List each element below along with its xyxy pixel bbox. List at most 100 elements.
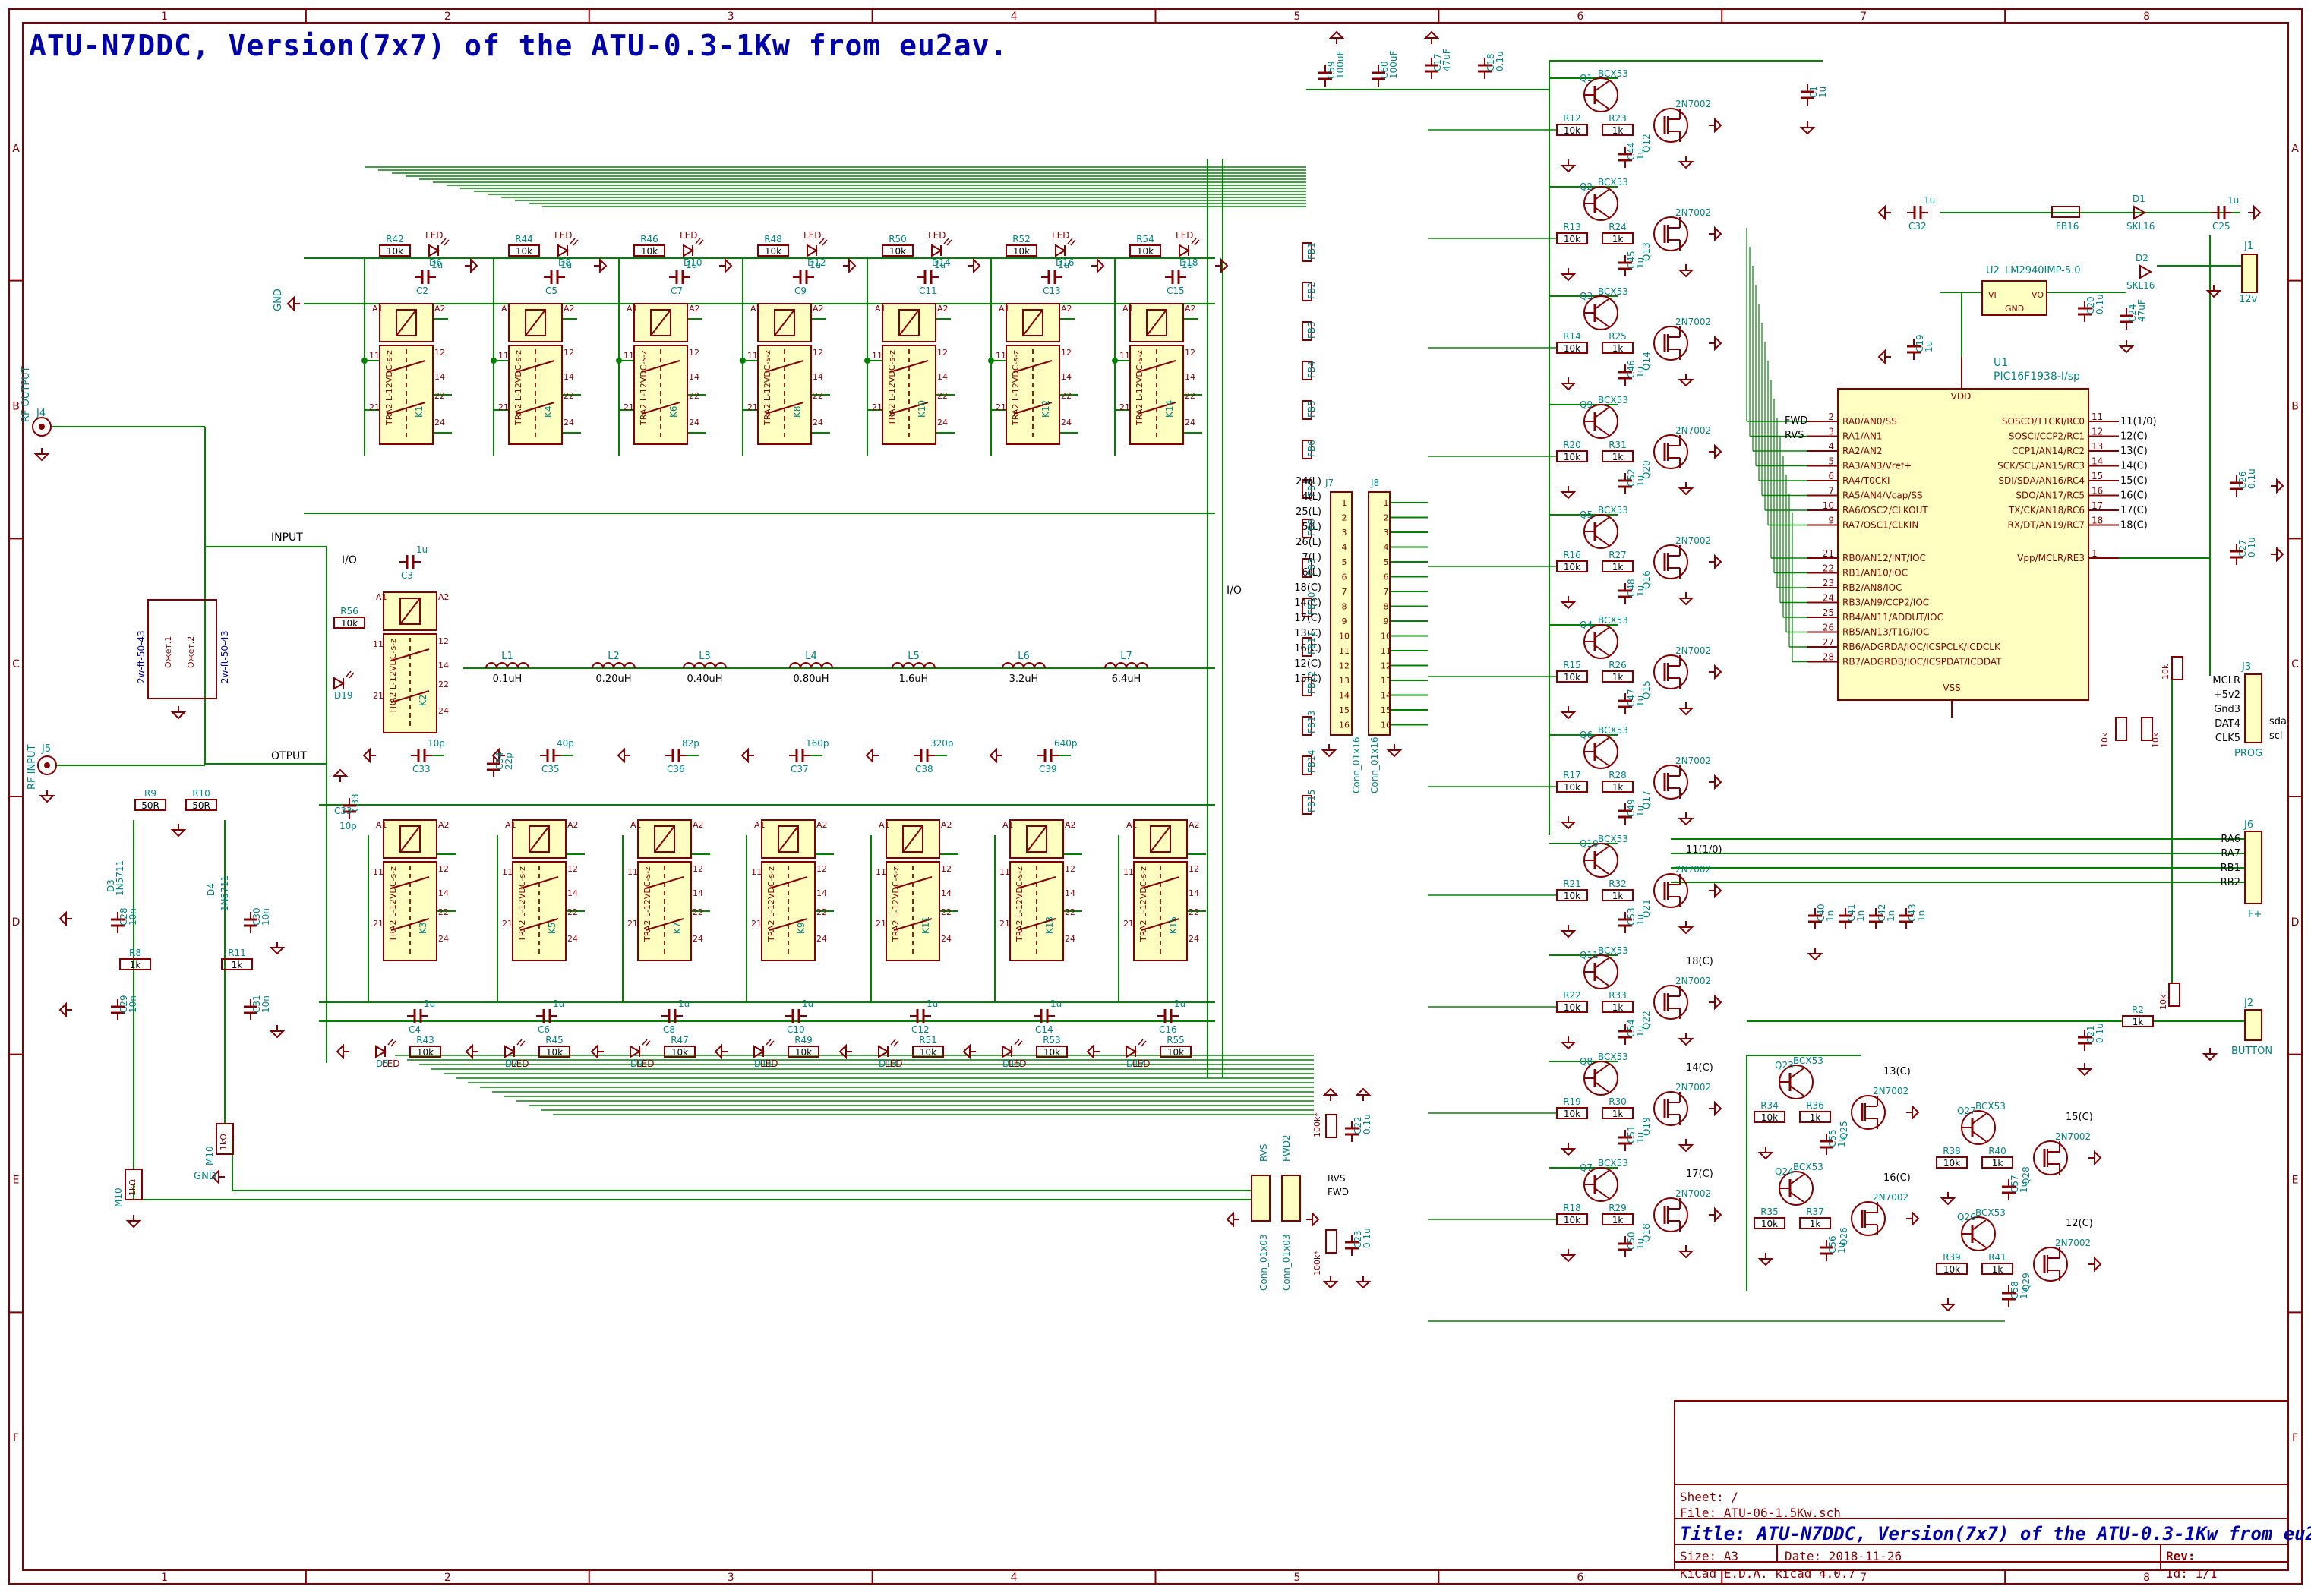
- resistor-value: 10k: [417, 1047, 434, 1058]
- relay-pin: A1: [1002, 820, 1014, 830]
- diode-part: SKL16: [2126, 221, 2155, 232]
- cap-value: 40p: [557, 738, 574, 749]
- j3-pin-label: DAT4: [2215, 718, 2240, 730]
- resistor-value: 10k: [1943, 1158, 1960, 1169]
- pin-number: 14: [1381, 691, 1391, 701]
- mcu-net: 15(C): [2120, 475, 2148, 487]
- inductor-coil: [1002, 662, 1014, 669]
- relay-ref: K4: [543, 405, 554, 418]
- resistor-value: 10k: [1043, 1047, 1060, 1058]
- bjt-part: BCX53: [1793, 1055, 1823, 1066]
- mosfet-part: 2N7002: [2055, 1131, 2091, 1142]
- bjt-ref: Q11: [1580, 950, 1599, 960]
- row-label: F: [2292, 1432, 2298, 1444]
- relay-pin: A1: [875, 304, 886, 314]
- led-ray: [1194, 239, 1200, 246]
- inductor-ref: L4: [805, 651, 817, 662]
- bjt-part: BCX53: [1975, 1207, 2006, 1218]
- relay-pin: 24: [438, 934, 449, 944]
- resistor: [185, 799, 217, 811]
- led-label: LED: [425, 230, 444, 241]
- relay-pin: A2: [813, 304, 824, 314]
- mcu-pin-number: 22: [1823, 563, 1834, 574]
- cap-ref: C41: [1846, 904, 1857, 922]
- relay-pin: 22: [693, 907, 703, 917]
- relay-pin: 14: [941, 888, 952, 898]
- mcu-pin-number: 5: [1828, 456, 1834, 467]
- mcu-pin-name: RB5/AN13/T1G/IOC: [1842, 627, 1929, 638]
- cap-value: 1u: [2019, 1181, 2029, 1193]
- led-label: LED: [636, 1058, 655, 1069]
- tb-rev: Rev:: [2166, 1549, 2196, 1563]
- col-label: 7: [1860, 11, 1867, 23]
- relay-pin: A2: [1065, 820, 1076, 830]
- cap-ref: C30: [251, 907, 262, 926]
- mosfet-body: [1653, 434, 1688, 469]
- mosfet-ref: Q14: [1641, 352, 1652, 371]
- inductor: [789, 662, 833, 669]
- inductor-coil: [1126, 662, 1138, 669]
- transformer-t2: 2w-ft-50-43: [219, 630, 230, 683]
- led-symbol: [683, 244, 694, 257]
- cap-ref: C18: [1485, 53, 1496, 71]
- mosfet-ref: Q22: [1641, 1011, 1652, 1030]
- led-label: LED: [680, 230, 698, 241]
- gnd-symbol: [1560, 925, 1577, 938]
- gnd-symbol: [1709, 554, 1722, 570]
- mcu-pin-name: RA5/AN4/Vcap/SS: [1842, 490, 1923, 501]
- relay-pin: 12: [1189, 864, 1199, 874]
- gnd-symbol: [1322, 1087, 1339, 1101]
- gnd-symbol: [1906, 1210, 1920, 1227]
- cap-ref: C48: [1626, 579, 1637, 597]
- resistor: [633, 244, 665, 257]
- gnd-symbol: [286, 295, 300, 312]
- resistor-value: 10k: [1564, 1109, 1580, 1119]
- relay-pin: 12: [434, 348, 445, 358]
- bjt-lead: [1594, 1064, 1609, 1075]
- gnd-symbol: [2205, 285, 2222, 298]
- mcu-pin-name: Vpp/MCLR/RE3: [2017, 553, 2085, 563]
- tb-file: File: ATU-06-1.5Kw.sch: [1680, 1506, 1841, 1520]
- rf-output-label: RF OUTPUT: [21, 366, 32, 422]
- bjt-part: BCX53: [1598, 286, 1628, 297]
- bjt-lead: [1594, 407, 1609, 418]
- mcu-pin-number: 24: [1823, 593, 1834, 604]
- relay-pin: 22: [567, 907, 578, 917]
- relay-ref: K13: [1044, 916, 1055, 934]
- led-label: LED: [885, 1058, 903, 1069]
- rvs-connector: [1251, 1175, 1271, 1222]
- led-label: LED: [1009, 1058, 1027, 1069]
- cap-value: 1n: [1855, 910, 1866, 922]
- mcu-pin-name: RB4/AN11/ADDUT/IOC: [1842, 612, 1943, 623]
- resistor: [1556, 232, 1588, 244]
- resistor: [1799, 1111, 1831, 1123]
- led-ray: [642, 1039, 648, 1046]
- relay-pin: 24: [434, 418, 445, 427]
- pot-ref: M10: [113, 1188, 124, 1207]
- ferrite-bead: [1302, 361, 1312, 380]
- bjt-ref: Q5: [1580, 509, 1593, 520]
- winding-2: Ожет.2: [186, 636, 196, 668]
- cap-value: 1u: [560, 260, 572, 270]
- bjt-lead: [1972, 1219, 1987, 1231]
- relay-pin: 14: [689, 372, 699, 382]
- resistor: [409, 1046, 441, 1058]
- resistor: [1129, 244, 1161, 257]
- cap-ref: C52: [1626, 468, 1637, 487]
- resistor-ref: R56: [340, 606, 358, 617]
- relay-pin: 12: [689, 348, 699, 358]
- gnd-symbol: [1678, 374, 1694, 387]
- junction: [740, 358, 746, 364]
- relay-pin: 21: [1119, 402, 1130, 412]
- mcu-pin-name: SCK/SCL/AN15/RC3: [1997, 461, 2085, 472]
- inductor-value: 1.6uH: [899, 673, 929, 685]
- net-input: INPUT: [271, 531, 303, 544]
- relay-ref: K7: [672, 922, 683, 934]
- bjt-lead: [1594, 80, 1609, 92]
- driver-net: 18(C): [1686, 956, 1713, 967]
- col-label: 7: [1860, 1572, 1867, 1584]
- gnd-symbol: [1709, 117, 1722, 134]
- col-label: 5: [1293, 11, 1300, 23]
- cap-value: 0.1u: [2095, 294, 2105, 314]
- relay-pin: 14: [693, 888, 703, 898]
